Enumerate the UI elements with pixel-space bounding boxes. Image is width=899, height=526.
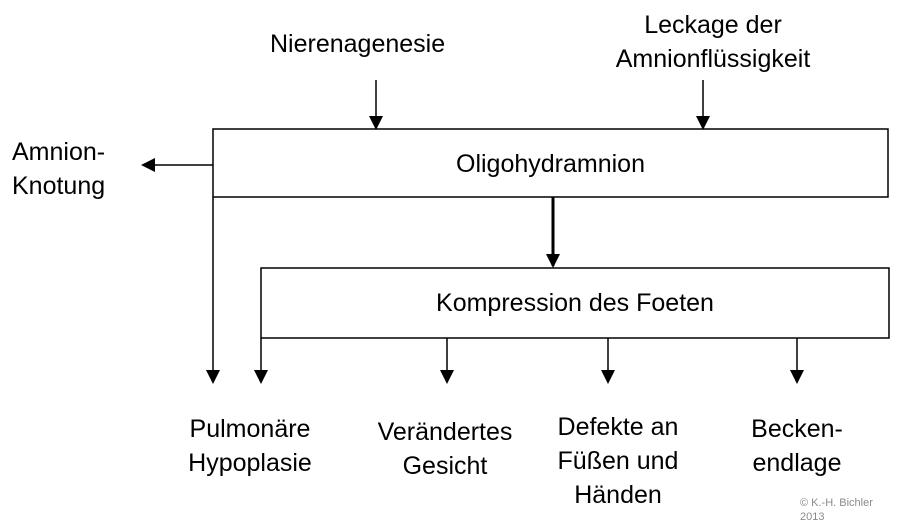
label-leckage-line2: Amnionflüssigkeit [615,45,811,73]
outcome-defekte-fuesse-haende: Defekte an Füßen und Händen [557,413,679,509]
box-label-kompression: Kompression des Foeten [436,289,714,317]
label-leckage: Leckage der Amnionflüssigkeit [596,8,830,76]
oligohydramnion-box [212,128,889,198]
outcome-beckenendlage: Becken- endlage [751,415,843,477]
outcome-pulmonaere-hypoplasie: Pulmonäre Hypoplasie [188,415,312,477]
label-amnion-knotung-line1: Amnion- [12,138,106,166]
label-amnion-knotung: Amnion- Knotung [12,135,105,203]
label-leckage-line1: Leckage der [644,11,782,39]
copyright-notice: © K.-H. Bichler 2013 [800,497,873,523]
label-amnion-knotung-line2: Knotung [12,172,106,200]
box-label-oligohydramnion: Oligohydramnion [456,150,645,178]
label-nierenagenesie: Nierenagenesie [270,30,446,58]
kompression-box [260,267,890,339]
outcome-veraendertes-gesicht: Verändertes Gesicht [377,418,513,480]
